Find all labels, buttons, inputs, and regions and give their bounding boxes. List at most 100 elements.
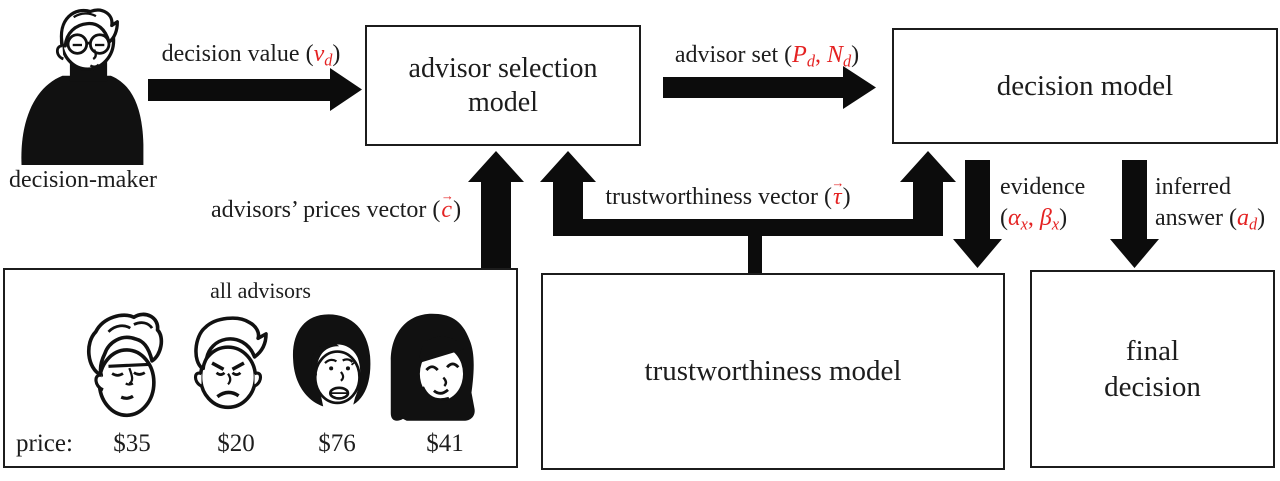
prices-vector-arrowhead (468, 151, 524, 182)
inferred-label-line1: inferred (1155, 174, 1231, 200)
advisor-4-price: $41 (426, 430, 464, 457)
advisor-face-2 (193, 316, 268, 410)
face2-hair (194, 316, 268, 371)
trust-arrow-right-head (900, 151, 956, 182)
advisor-set-label: advisor set (Pd, Nd) (656, 42, 878, 72)
evidence-label: evidence (αx, βx) (1000, 172, 1110, 240)
evidence-var1: α (1008, 205, 1021, 231)
face3-hair (292, 314, 371, 407)
face4-eye-left (425, 365, 439, 372)
inferred-var: a (1236, 205, 1249, 231)
face4-chin (421, 386, 450, 402)
decision-value-text: decision value ( (161, 41, 314, 67)
inferred-sub: d (1248, 214, 1258, 234)
advisor-face-3 (292, 314, 371, 407)
person-hair (59, 8, 119, 48)
person-hair-wave (73, 12, 97, 19)
trust-vector-letter: τ (833, 184, 842, 210)
trust-vector-text: trustworthiness vector ( (605, 184, 833, 210)
advisor-selection-label-line1: advisor selection (408, 52, 598, 84)
face4-nose (442, 376, 448, 387)
vector-arrow-mark: → (831, 174, 845, 190)
trust-vector-close: ) (842, 184, 851, 210)
face1-hair-wave1 (107, 324, 132, 333)
face4-mouth (433, 388, 449, 395)
advisor-set-close: ) (851, 42, 860, 68)
advisor-face-4 (390, 313, 475, 421)
advisor-set-var2: N (826, 42, 843, 68)
inferred-close: ) (1257, 205, 1266, 231)
face3-eye-right (345, 366, 350, 371)
decision-value-close: ) (332, 41, 341, 67)
face1-nose (125, 367, 134, 386)
inferred-arrow-shaft (1122, 160, 1147, 241)
person-body (21, 75, 144, 165)
face1-mouth (120, 394, 134, 400)
person-nose (92, 49, 97, 60)
advisor-1-price: $35 (113, 430, 151, 457)
decision-maker-label: decision-maker (9, 167, 157, 193)
face2-brow-right (231, 361, 245, 371)
face1-head (97, 348, 156, 418)
advisor-set-text: advisor set ( (674, 42, 793, 68)
trust-arrow-bar (553, 219, 943, 236)
trust-arrow-right-shaft (913, 180, 943, 222)
prices-vector-close: ) (453, 197, 462, 223)
face1-hair-wave2 (133, 321, 154, 329)
all-advisors-box: all advisors (3, 268, 518, 468)
evidence-label-line1: evidence (1000, 174, 1086, 200)
final-decision-label-line2: decision (1104, 371, 1201, 403)
face4-head (419, 347, 464, 401)
inferred-arrowhead (1110, 239, 1159, 268)
face4-eye-right (446, 362, 460, 369)
face3-brow-left (324, 358, 338, 364)
face2-eye-left (215, 371, 226, 376)
face1-hair (87, 312, 164, 378)
evidence-comma: , (1027, 205, 1040, 231)
advisor-3-price: $76 (318, 430, 356, 457)
face2-ear-left (193, 371, 203, 388)
final-decision-box: final decision (1030, 270, 1275, 468)
decision-model-label: decision model (996, 69, 1174, 102)
face4-fringe (419, 336, 464, 363)
prices-vector-arrow-shaft (481, 179, 511, 268)
decision-value-arrow (148, 68, 362, 111)
face3-head (313, 350, 361, 405)
trust-arrow-left-head (540, 151, 596, 182)
evidence-open-paren: ( (1000, 205, 1008, 231)
advisor-selection-model-box: advisor selection model (365, 25, 641, 146)
inferred-answer-label: inferred answer (ad) (1155, 172, 1280, 240)
face3-nose (340, 371, 345, 382)
trust-vector-var: →τ (831, 176, 844, 211)
advisor-face-1 (87, 312, 164, 418)
evidence-sub2: x (1051, 214, 1060, 234)
face3-fringe (311, 342, 340, 376)
prices-vector-letter: c (441, 197, 453, 223)
prices-vector-label: advisors’ prices vector (→c) (198, 189, 474, 224)
trustworthiness-model-label: trustworthiness model (644, 355, 902, 387)
face3-eye-left (329, 366, 334, 371)
advisor-2-price: $20 (217, 430, 255, 457)
advisor-set-arrow (663, 66, 876, 109)
face1-eye-left (111, 372, 124, 377)
evidence-arrow-shaft (965, 160, 990, 241)
face2-nose (227, 373, 232, 386)
evidence-label-line2: (αx, βx) (1000, 203, 1110, 240)
face3-brow-right (342, 358, 354, 363)
trust-arrow-stem (748, 234, 762, 274)
advisor-set-comma: , (814, 42, 827, 68)
inferred-label-line2: answer (ad) (1155, 203, 1280, 240)
person-mouth (89, 63, 100, 68)
evidence-var2: β (1039, 205, 1052, 231)
decision-value-var: v (313, 41, 325, 67)
decision-maker-figure (12, 5, 152, 170)
advisor-set-var1: P (792, 42, 807, 68)
advisor-set-sub1: d (806, 51, 815, 71)
trustworthiness-model-box: trustworthiness model (541, 273, 1005, 470)
all-advisors-title: all advisors (210, 278, 311, 303)
vector-arrow-mark: → (440, 187, 454, 203)
face1-eye-right (133, 371, 146, 376)
final-decision-label-line1: final (1125, 335, 1180, 367)
